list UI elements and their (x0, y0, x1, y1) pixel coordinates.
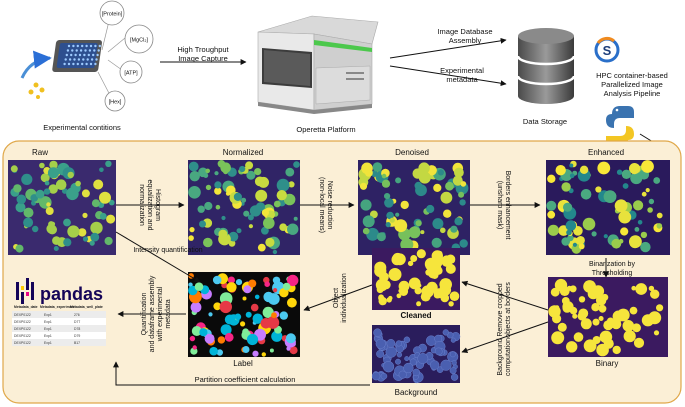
histogram-label-1: Histogram (154, 189, 161, 221)
quantification-label-2: and dataframe assembly (149, 275, 156, 352)
condition-bubbles: [Protein] [MgCl₂] [ATP] [Hex] (97, 0, 154, 112)
normalized-label: Normalized (223, 148, 263, 157)
table-header: Metadata_date (14, 305, 38, 309)
background-comp-label-1: Background (497, 338, 504, 375)
database-icon (516, 28, 576, 104)
binary-image (548, 277, 668, 357)
pipette-drops-icon (20, 50, 52, 99)
assembly-label-2: Assembly (449, 36, 482, 45)
background-comp-label-2: computation (505, 338, 512, 376)
table-header: Metadata_well_plate (70, 305, 103, 309)
background-image (371, 325, 461, 384)
binarization-label-2: Thresholding (592, 270, 633, 277)
raw-label: Raw (32, 148, 48, 157)
table-cell: D78 (74, 327, 80, 331)
quantification-label-4: metadata (165, 299, 172, 328)
cleaned-label: Cleaned (400, 311, 431, 320)
table-cell: 276 (74, 313, 80, 317)
operetta-machine-icon (257, 15, 379, 114)
condition-mgcl2: [MgCl₂] (130, 38, 148, 44)
metadata-label-1: Experimental (440, 66, 484, 75)
pandas-title: pandas (40, 284, 103, 304)
label-image (188, 272, 300, 357)
svg-text:S: S (603, 43, 612, 58)
operetta-platform-label: Operetta Platform (296, 125, 355, 134)
noise-label-1: Noise reduction (326, 181, 333, 230)
table-cell: D77 (74, 320, 80, 324)
object-label-1: Object (333, 288, 340, 308)
hpc-label-2: Parallelized Image (601, 80, 663, 89)
singularity-icon: S (594, 36, 620, 63)
condition-hex: [Hex] (109, 100, 122, 106)
table-header: Metadata_experiment (40, 305, 76, 309)
table-cell: DEXP0122 (14, 327, 31, 331)
object-label-2: individualization (341, 273, 348, 323)
assembly-label-1: Image Database (437, 27, 492, 36)
histogram-label-3: normalization (138, 184, 145, 226)
hpc-label-3: Analysis Pipeline (604, 89, 661, 98)
table-cell: B17 (74, 341, 80, 345)
denoised-image (358, 160, 470, 255)
enhanced-image (546, 160, 670, 255)
table-cell: Exp1 (44, 327, 52, 331)
table-cell: Exp1 (44, 313, 52, 317)
background-label: Background (395, 388, 438, 397)
binary-label: Binary (596, 359, 619, 368)
histogram-label-2: equalization and (146, 180, 153, 231)
condition-atp: [ATP] (124, 71, 138, 77)
hpc-label-1: HPC container-based (596, 71, 668, 80)
remove-label-2: objects at borders (505, 282, 512, 338)
table-cell: DEXP0122 (14, 334, 31, 338)
pandas-logo-icon (16, 278, 34, 304)
capture-label-1: High Troughput (177, 45, 229, 54)
borders-label-1: Borders enhancement (504, 171, 511, 240)
binarization-label-1: Binarization by (589, 261, 635, 268)
table-cell: DEXP0122 (14, 341, 31, 345)
partition-label: Partition coefficient calculation (195, 375, 296, 384)
raw-image (8, 160, 116, 255)
table-cell: Exp1 (44, 334, 52, 338)
data-storage-label: Data Storage (523, 117, 567, 126)
table-cell: Exp1 (44, 341, 52, 345)
borders-label-2: (unsharp mask) (496, 181, 503, 230)
noise-label-2: (non-local means) (318, 177, 325, 233)
metadata-label-2: metadata (446, 75, 478, 84)
table-cell: D79 (74, 334, 80, 338)
denoised-label: Denoised (395, 148, 429, 157)
pipeline-panel (2, 140, 682, 404)
table-cell: DEXP0122 (14, 313, 31, 317)
remove-label-1: Remove cropped (497, 283, 504, 336)
label-label: Label (233, 359, 253, 368)
quantification-label-1: Quantification (141, 292, 148, 335)
enhanced-label: Enhanced (588, 148, 624, 157)
machine-green-strip (314, 40, 372, 52)
experimental-conditions-label: Experimental contitions (43, 123, 121, 132)
quantification-label-3: with experimental (157, 286, 164, 342)
table-cell: Exp1 (44, 320, 52, 324)
capture-label-2: Image Capture (178, 54, 228, 63)
intensity-label: Intensity quantification (133, 247, 202, 254)
cleaned-image (372, 248, 460, 310)
well-plate-icon (52, 40, 102, 72)
condition-protein: [Protein] (102, 12, 123, 18)
normalized-image (188, 160, 300, 255)
table-cell: DEXP0122 (14, 320, 31, 324)
